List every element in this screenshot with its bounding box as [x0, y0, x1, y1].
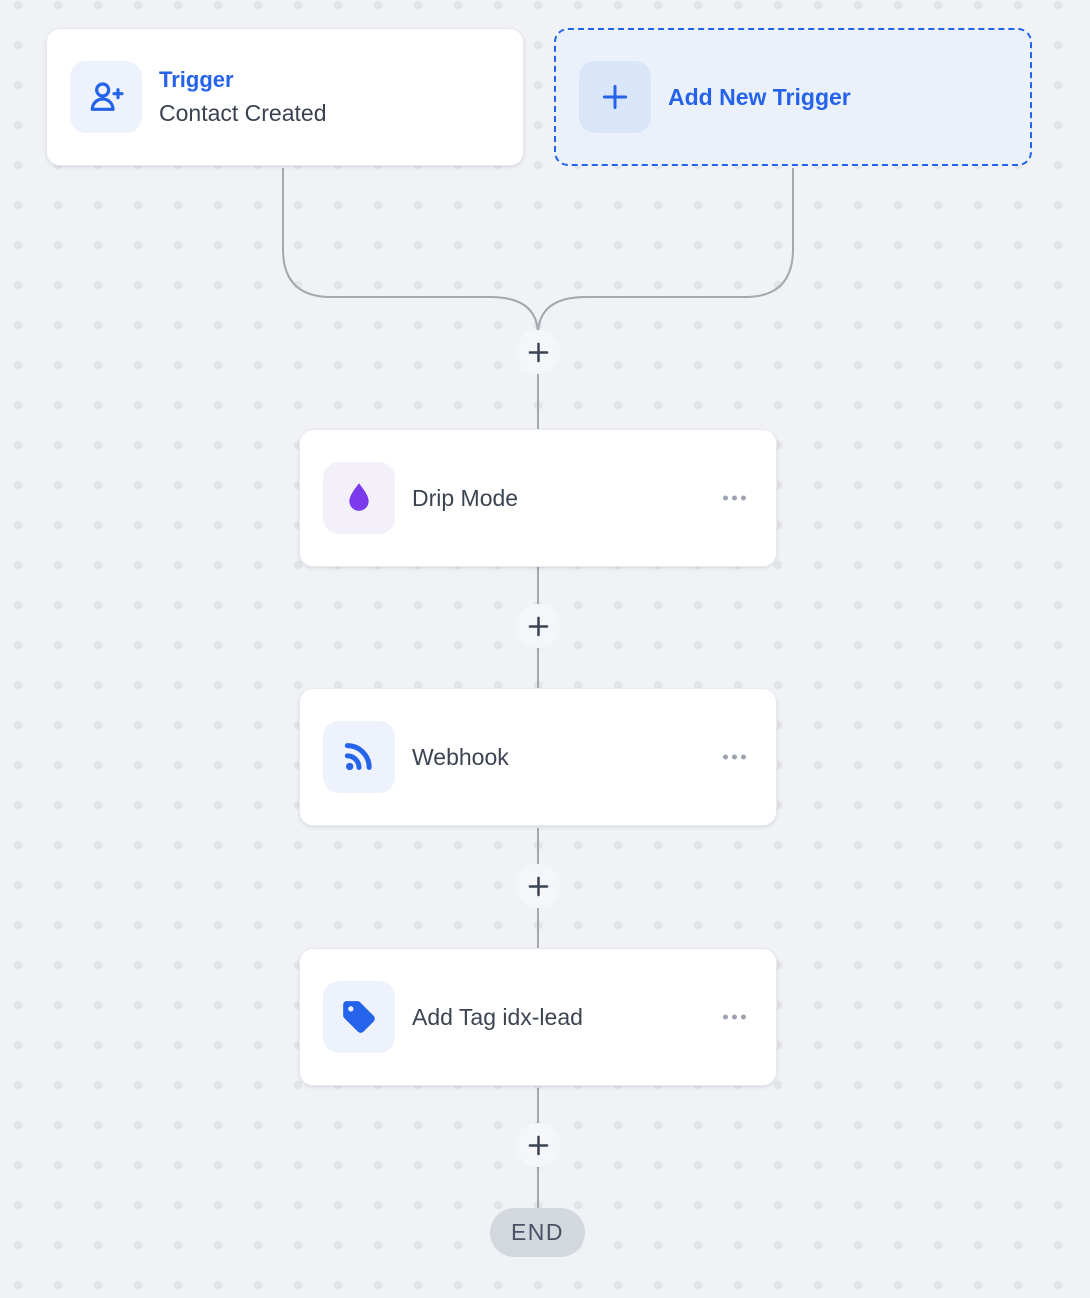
plus-icon [528, 876, 548, 896]
plus-icon [528, 342, 548, 362]
trigger-card-title: Trigger [159, 67, 234, 92]
action-node-drip-mode[interactable]: Drip Mode [299, 429, 777, 567]
add-new-trigger-label: Add New Trigger [668, 83, 851, 110]
add-step-button[interactable] [516, 864, 560, 908]
action-node-add-tag[interactable]: Add Tag idx-lead [299, 948, 777, 1086]
ellipsis-menu-icon[interactable] [719, 1007, 750, 1028]
add-new-trigger-button[interactable]: Add New Trigger [554, 28, 1032, 166]
rss-icon [323, 721, 395, 793]
action-node-label: Webhook [412, 743, 509, 770]
plus-icon [528, 616, 548, 636]
action-node-webhook[interactable]: Webhook [299, 688, 777, 826]
add-step-button[interactable] [516, 1123, 560, 1167]
add-step-button[interactable] [516, 330, 560, 374]
plus-icon [528, 1135, 548, 1155]
end-node: END [490, 1208, 585, 1257]
plus-icon [579, 61, 651, 133]
trigger-node-contact-created[interactable]: Trigger Contact Created [46, 28, 524, 166]
tag-icon [323, 981, 395, 1053]
ellipsis-menu-icon[interactable] [719, 747, 750, 768]
end-node-label: END [510, 1219, 565, 1245]
action-node-label: Add Tag idx-lead [412, 1003, 583, 1030]
ellipsis-menu-icon[interactable] [719, 488, 750, 509]
add-step-button[interactable] [516, 604, 560, 648]
action-node-label: Drip Mode [412, 484, 519, 511]
droplet-icon [323, 462, 395, 534]
user-plus-icon [70, 61, 142, 133]
trigger-card-subtitle: Contact Created [159, 100, 327, 126]
